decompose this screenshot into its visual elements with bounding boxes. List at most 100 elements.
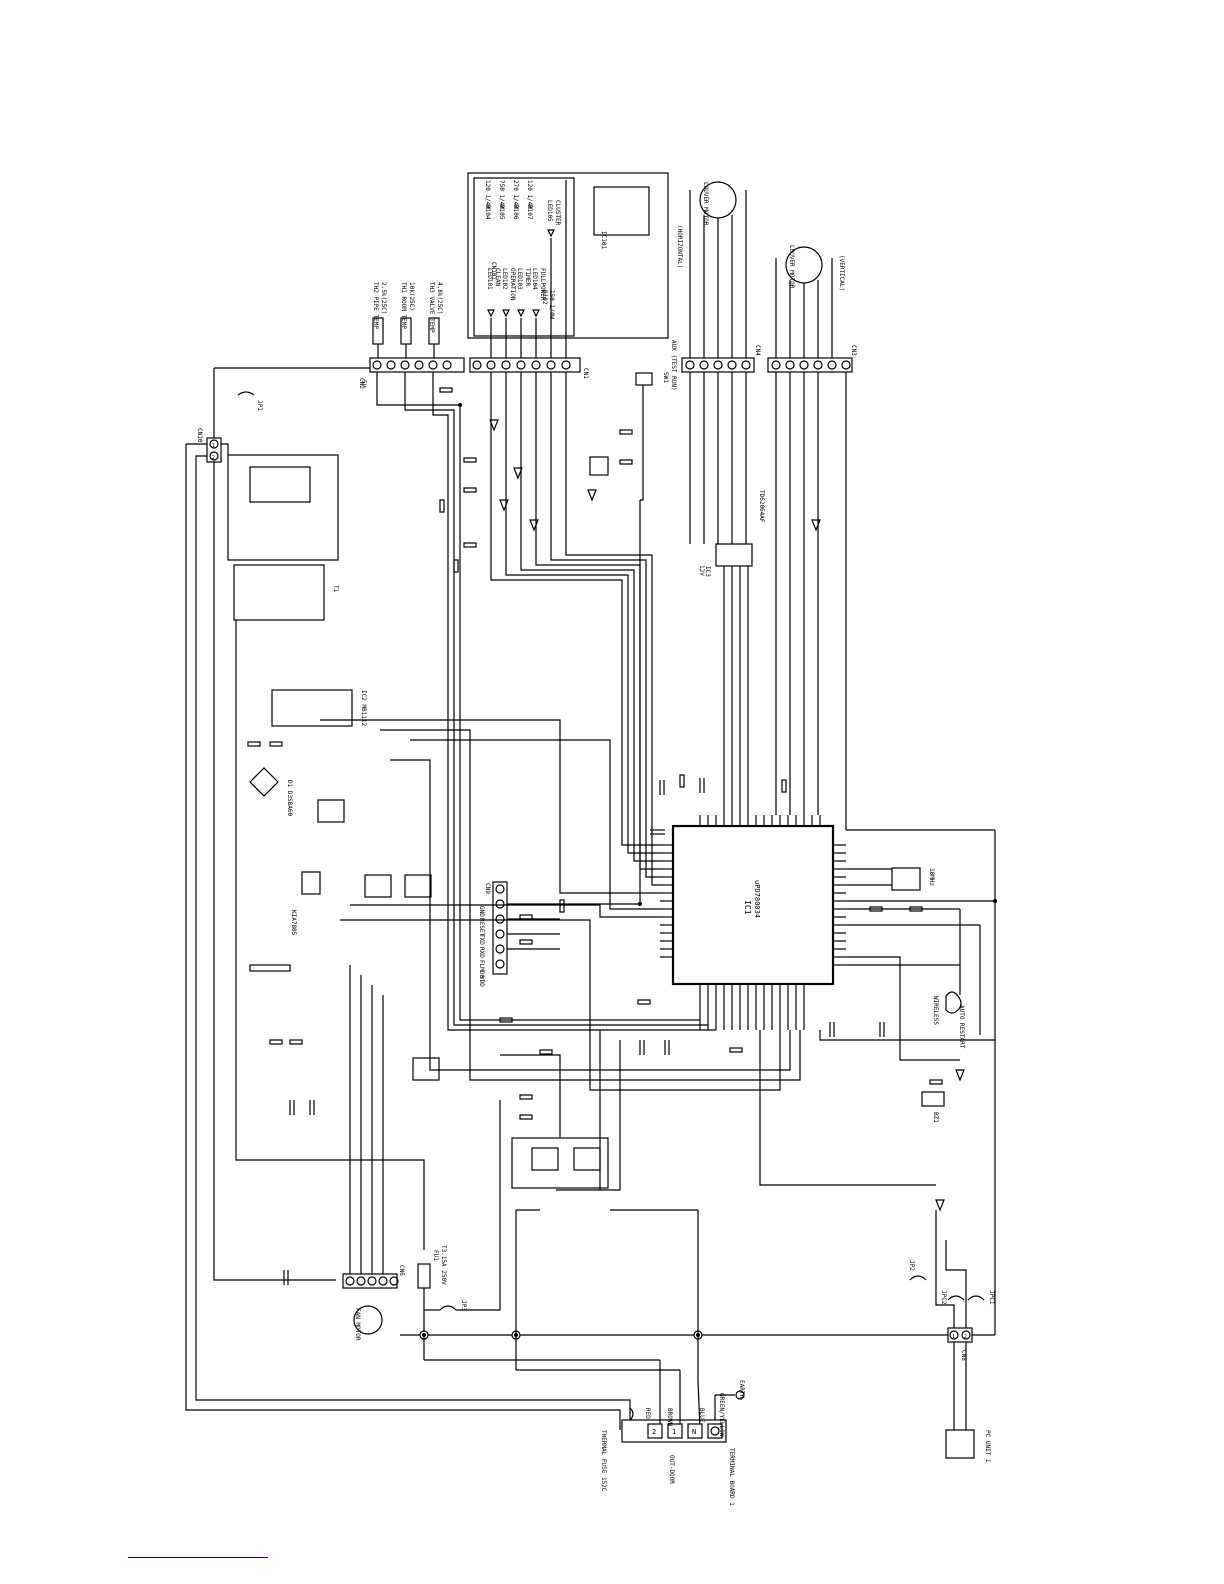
photocoupler-pc3 [317, 799, 345, 823]
svg-text:CN10: CN10 [196, 428, 203, 443]
mcu-ic1: IC1 uPD780034 [660, 815, 846, 1030]
svg-text:TXD: TXD [478, 934, 485, 945]
svg-text:R104: R104 [484, 205, 491, 220]
svg-text:10MHz: 10MHz [928, 868, 935, 886]
svg-text:JPC1: JPC1 [988, 1290, 995, 1305]
resistors [247, 387, 943, 1120]
sw1-switch: SW1 [635, 372, 669, 386]
svg-text:(VERTICAL): (VERTICAL) [838, 255, 845, 291]
ic1-part: uPD780034 [753, 880, 761, 918]
photocoupler-pc6 [412, 1057, 440, 1081]
wireless-jumper: WIRELESS AUTO RESTART [932, 991, 965, 1049]
svg-text:2: 2 [964, 1334, 967, 1340]
svg-text:FULLPOWER: FULLPOWER [539, 268, 546, 301]
transistor-q6 [529, 519, 539, 532]
ic3-driver: IC3 TD62064AF [689, 372, 765, 815]
led-103: LED103 TIMER R106 270 1/4W [512, 180, 531, 318]
earth-label: EARTH [738, 1380, 745, 1398]
svg-text:T3.15A 250V: T3.15A 250V [440, 1245, 447, 1285]
svg-text:LOUVER MOTOR: LOUVER MOTOR [788, 245, 795, 289]
th1-value: 10k(25C) [408, 282, 415, 311]
transistor-q7 [587, 489, 597, 502]
led-group: LED101 CLEAN R104 120 1/4W LED102 OPERAT… [484, 180, 561, 319]
led-101: LED101 CLEAN R104 120 1/4W [484, 180, 501, 318]
svg-text:JP1: JP1 [256, 400, 263, 411]
svg-text:CN4: CN4 [754, 345, 761, 356]
svg-text:BZ1: BZ1 [932, 1112, 939, 1123]
svg-text:R107: R107 [526, 205, 533, 220]
photocoupler-pc2 [573, 1147, 601, 1171]
svg-text:R102: R102 [541, 290, 548, 305]
regulator-7805: KIA7805 [290, 871, 321, 936]
cn4-connector: AUX (TEST RUN) CN4 [670, 340, 761, 391]
svg-text:CN8: CN8 [960, 1350, 967, 1361]
photocoupler-pc4 [364, 874, 392, 898]
outdoor-comm-block [511, 1137, 609, 1189]
transistor-q12 [811, 519, 821, 532]
th3-value: 4.8k(25C) [436, 282, 443, 315]
led-102: LED102 OPERATION R105 750 1/4W [498, 180, 516, 318]
ic101-label: IC101 [600, 231, 607, 249]
th2-label: TH2 PIPE TEMP [372, 282, 379, 329]
aux-label: AUX (TEST RUN) [670, 340, 677, 391]
junctions [422, 403, 997, 1337]
svg-text:120 1/4W: 120 1/4W [484, 180, 491, 209]
svg-text:RXD: RXD [478, 947, 485, 958]
ic1-pins-bottom [699, 984, 805, 1030]
svg-text:KIA7805: KIA7805 [290, 910, 297, 936]
svg-text:OPERATION: OPERATION [509, 268, 516, 301]
svg-text:FLMD0: FLMD0 [478, 960, 485, 978]
ac-bus [400, 1209, 995, 1431]
svg-text:LED101: LED101 [486, 268, 493, 290]
svg-text:LED103: LED103 [516, 268, 523, 290]
fan-motor-connector: CN6 FAN MOTOR [342, 1265, 405, 1341]
voltage-5v-label: 5V [360, 380, 367, 388]
svg-text:1: 1 [672, 1428, 676, 1436]
footer-rule [128, 1557, 268, 1558]
pc-unit: PC UNIT 1 [945, 1429, 991, 1463]
capacitors [283, 778, 885, 1285]
svg-text:N: N [692, 1428, 696, 1436]
ic2-label: IC2 MB1112 [360, 690, 367, 727]
th3-label: TH3 VALVE TEMP [428, 282, 435, 333]
svg-text:AUTO RESTART: AUTO RESTART [958, 1005, 965, 1049]
cn101-label: CN101 [490, 262, 497, 280]
svg-text:750 1/4W: 750 1/4W [498, 180, 505, 209]
transistor-q5 [589, 456, 609, 476]
ic1-pins-right [833, 844, 846, 966]
earth-icon [735, 1390, 745, 1400]
transistor-q11 [935, 1199, 945, 1212]
fan-motor-label: FAN MOTOR [354, 1308, 361, 1341]
programming-port: CN9 GND RESET TXD RXD FLMD0 VDD [478, 881, 640, 987]
transistor-q8 [499, 499, 509, 512]
jp1-jumper: JP1 [237, 391, 263, 411]
svg-text:CN1: CN1 [582, 368, 589, 379]
svg-text:VDD: VDD [478, 976, 485, 987]
svg-text:RESET: RESET [478, 918, 485, 936]
svg-text:IC3: IC3 [704, 566, 711, 577]
svg-text:R106: R106 [512, 205, 519, 220]
photocoupler-pc1 [531, 1147, 559, 1171]
led-board: IC101 CN101 LED101 CLEAN R104 120 1/4W L… [467, 172, 669, 358]
svg-text:D1 D3SBA60: D1 D3SBA60 [286, 780, 293, 817]
svg-text:CN3: CN3 [850, 345, 857, 356]
svg-text:LED105: LED105 [546, 200, 553, 222]
svg-text:CLUSTER: CLUSTER [554, 200, 561, 226]
louver-vertical: LOUVER MOTOR (VERTICAL) [775, 245, 845, 358]
svg-text:CN9: CN9 [484, 883, 491, 894]
louver-horizontal: LOUVER MOTOR (HORIZONTAL) [676, 181, 747, 358]
svg-text:2: 2 [212, 455, 215, 461]
svg-text:270 1/4W: 270 1/4W [512, 180, 519, 209]
wire-red: RED [644, 1408, 651, 1419]
thermal-fuse-label: THERMAL FUSE 152C [600, 1430, 607, 1492]
jpc-jumpers: JPC2 JPC1 JP2 [908, 1260, 995, 1305]
svg-text:GND: GND [478, 906, 485, 917]
svg-text:LED102: LED102 [501, 268, 508, 290]
svg-text:R105: R105 [498, 205, 505, 220]
bridge-rectifier: D1 D3SBA60 [249, 767, 293, 817]
ic1-label: IC1 [743, 900, 752, 915]
thermistors: TH2 PIPE TEMP 2.5k(25C) TH1 ROOM TEMP 10… [372, 282, 443, 358]
cn1-connector: CN1 [469, 357, 589, 379]
transistor-q9 [513, 467, 523, 480]
